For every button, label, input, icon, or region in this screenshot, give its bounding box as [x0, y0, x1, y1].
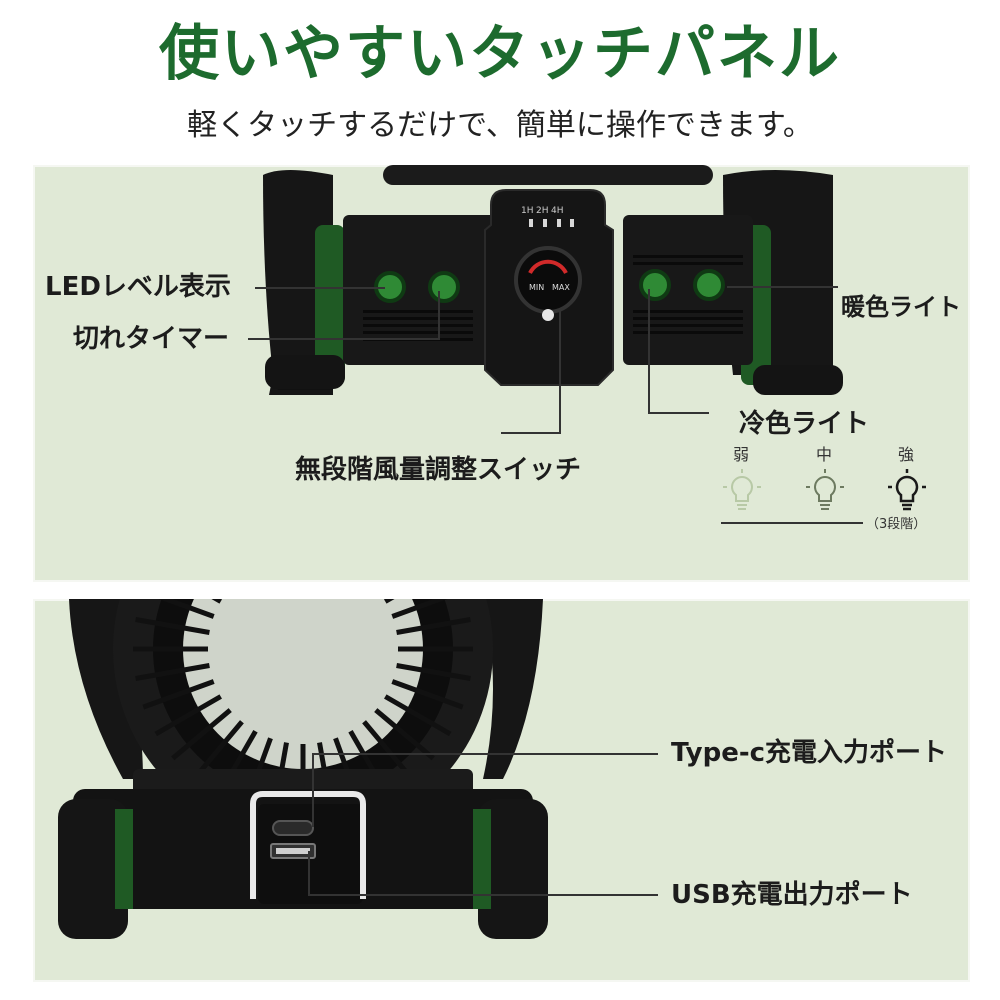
bulb-strong-icon [888, 469, 926, 511]
brightness-level-strong: 強 [898, 445, 915, 464]
fan-ports-illustration [58, 599, 658, 939]
label-cool-light: 冷色ライト [739, 409, 870, 439]
ports-section: Type-c充電入力ポート USB充電出力ポート [33, 599, 970, 982]
timer-mark-2h: 2H [536, 206, 549, 216]
label-warm-light: 暖色ライト [841, 293, 961, 321]
brightness-level-medium: 中 [816, 445, 833, 464]
dial-max-mark: MAX [552, 283, 570, 292]
timer-mark-1h: 1H [521, 206, 534, 216]
page-title: 使いやすいタッチパネル [159, 19, 841, 89]
label-off-timer: 切れタイマー [73, 324, 230, 354]
page-subtitle: 軽くタッチするだけで、簡単に操作できます。 [187, 108, 813, 143]
label-led-level: LEDレベル表示 [45, 272, 231, 302]
timer-mark-4h: 4H [551, 206, 564, 216]
control-panel-section: 1H 2H 4H MIN MAX LEDレベル表示 切れタイマー 暖色ライト 冷… [33, 165, 970, 582]
fan-control-panel-illustration [248, 165, 863, 524]
label-typec-port: Type-c充電入力ポート [671, 738, 948, 768]
dial-min-mark: MIN [529, 283, 545, 292]
bulb-medium-icon [806, 469, 844, 510]
bulb-weak-icon [723, 469, 761, 510]
brightness-note: （3段階） [866, 517, 927, 532]
label-speed-switch: 無段階風量調整スイッチ [295, 455, 582, 485]
brightness-level-weak: 弱 [733, 445, 750, 464]
label-usb-port: USB充電出力ポート [671, 880, 913, 910]
